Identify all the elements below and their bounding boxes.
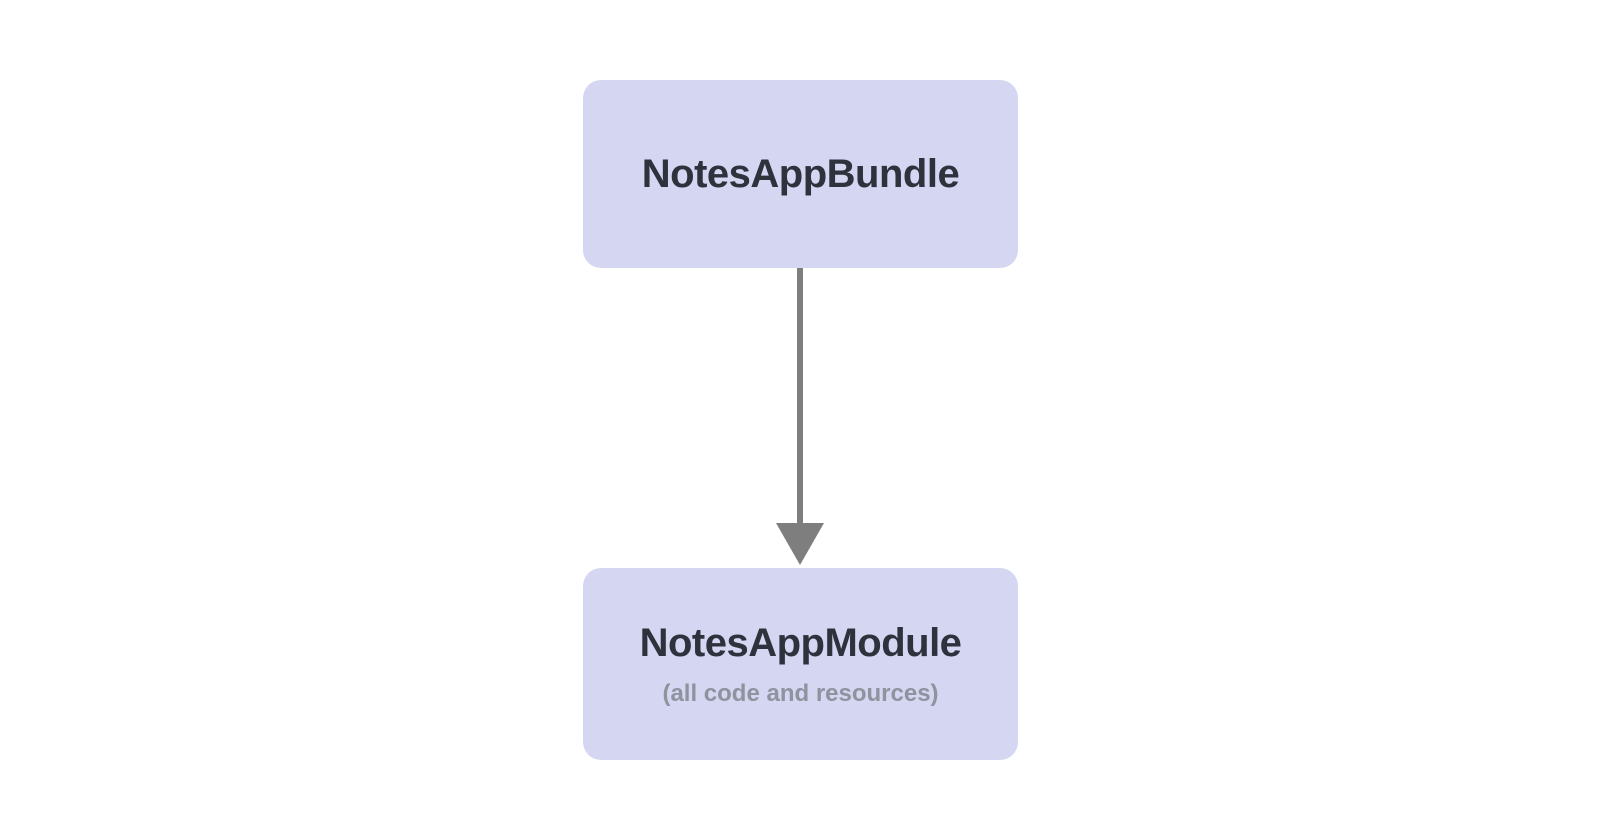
node-notes-app-module-sublabel: (all code and resources): [662, 679, 939, 707]
node-notes-app-module-label: NotesAppModule: [639, 620, 962, 665]
arrow-down-icon: [776, 268, 824, 565]
node-notes-app-bundle-label: NotesAppBundle: [641, 152, 960, 196]
node-notes-app-bundle: NotesAppBundle: [583, 80, 1018, 268]
arrow-head: [776, 523, 824, 565]
node-notes-app-module: NotesAppModule (all code and resources): [583, 568, 1018, 760]
